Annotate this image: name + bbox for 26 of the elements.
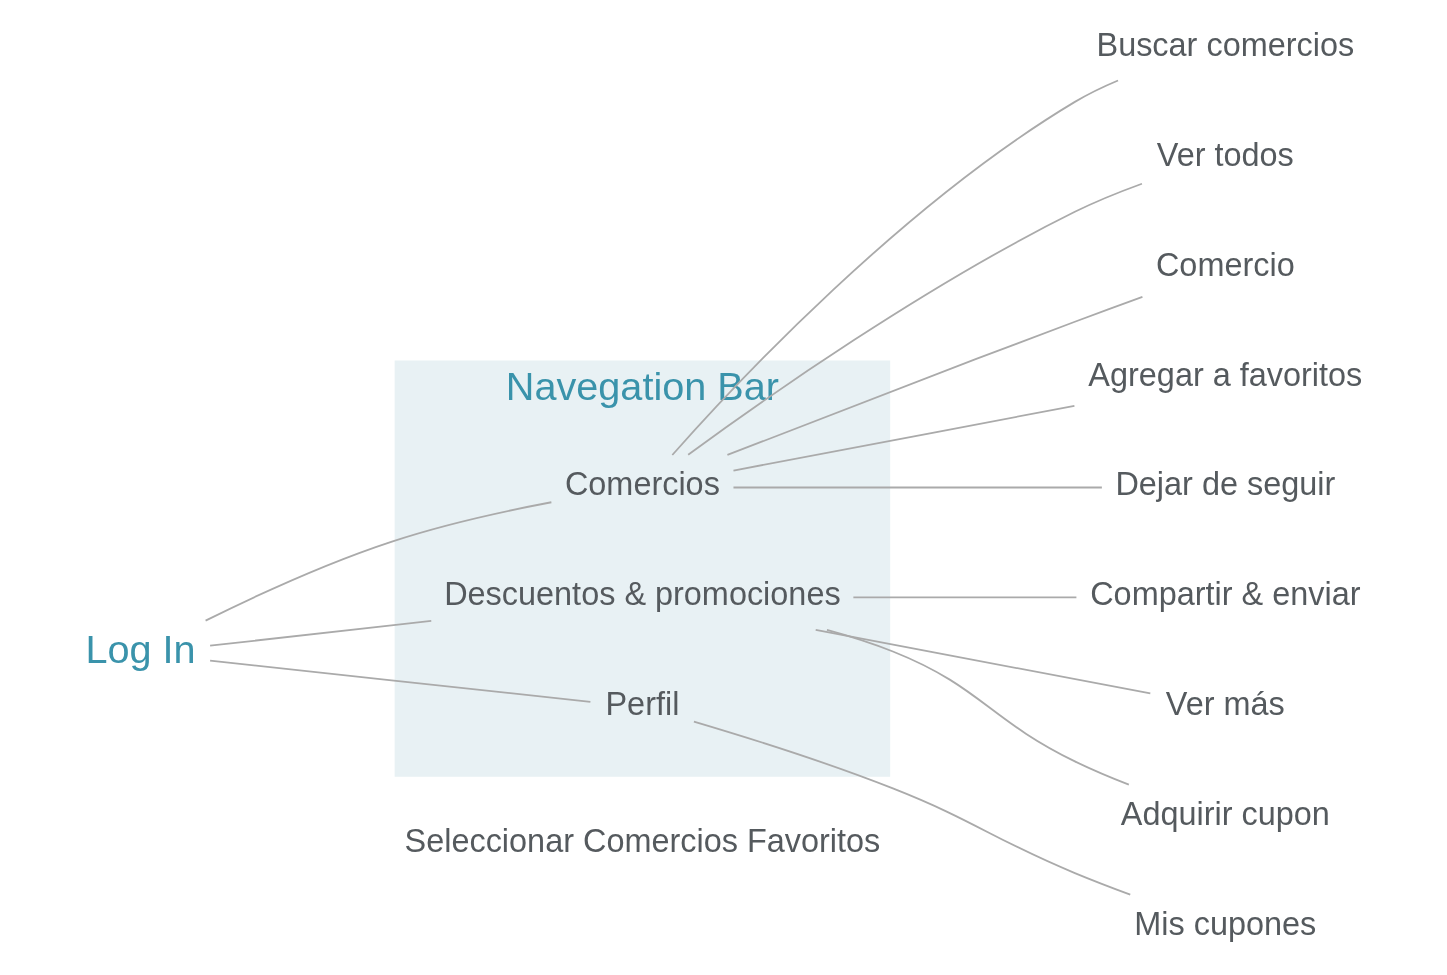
node-text: Comercio bbox=[1155, 246, 1295, 283]
connector bbox=[732, 404, 1076, 472]
connector bbox=[852, 596, 1078, 599]
connector bbox=[687, 182, 1143, 456]
node-text: Adquirir cupon bbox=[1120, 796, 1330, 833]
connector bbox=[826, 628, 1130, 786]
node-text: Comercios bbox=[564, 466, 720, 503]
label: Seleccionar Comercios Favoritos bbox=[404, 823, 881, 860]
connector bbox=[204, 501, 553, 622]
connector bbox=[209, 620, 433, 647]
node-text: Log In bbox=[85, 627, 196, 672]
node-text: Compartir & enviar bbox=[1090, 576, 1361, 613]
connector bbox=[814, 629, 1152, 695]
node-text: Buscar comercios bbox=[1096, 26, 1355, 63]
node-text: Perfil bbox=[605, 686, 680, 723]
node-text: Descuentos & promociones bbox=[444, 576, 841, 613]
connector bbox=[693, 720, 1132, 896]
node-text: Mis cupones bbox=[1134, 906, 1317, 943]
connector bbox=[209, 659, 592, 703]
node-text: Agregar a favoritos bbox=[1088, 356, 1363, 393]
connector bbox=[732, 486, 1103, 489]
connector bbox=[671, 79, 1119, 456]
node-text: Ver más bbox=[1165, 686, 1285, 723]
node-text: Dejar de seguir bbox=[1115, 466, 1336, 503]
connector bbox=[726, 295, 1144, 456]
node-text: Ver todos bbox=[1156, 136, 1294, 173]
